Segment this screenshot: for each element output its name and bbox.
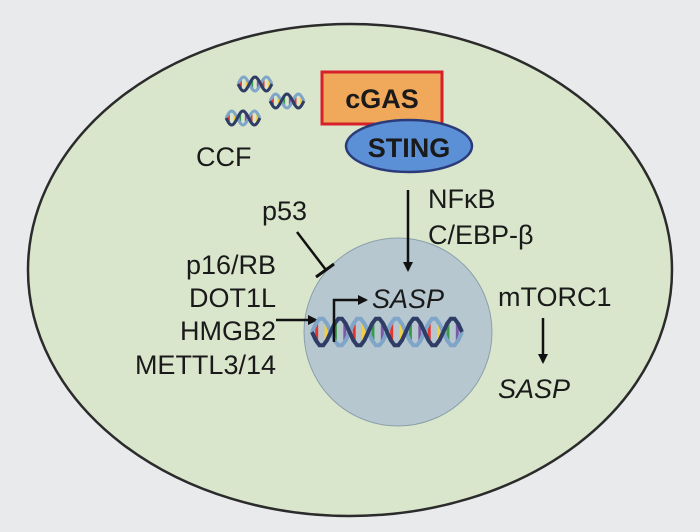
mettl-label: METTL3/14	[135, 350, 276, 380]
cgas-box: cGAS	[320, 70, 444, 126]
cebp-label: C/EBP-β	[428, 220, 534, 250]
p53-label: p53	[262, 196, 307, 226]
p16rb-label: p16/RB	[186, 250, 276, 280]
sasp-cytoplasm-label: SASP	[498, 374, 570, 404]
dot1l-label: DOT1L	[189, 283, 276, 313]
sting-label: STING	[368, 133, 451, 163]
cgas-label: cGAS	[345, 84, 419, 114]
sasp-nucleus-label: SASP	[372, 284, 444, 314]
dna-fragment-icon	[224, 109, 262, 127]
ccf-label: CCF	[196, 142, 252, 172]
hmgb2-label: HMGB2	[180, 316, 276, 346]
mtorc1-label: mTORC1	[498, 282, 612, 312]
nucleus	[303, 237, 493, 427]
p53-inhibition-line	[296, 231, 335, 279]
transcription-arrow	[332, 295, 368, 342]
sting-ellipse: STING	[344, 118, 474, 174]
dna-helix-icon	[310, 316, 464, 348]
dna-fragment-icon	[268, 92, 306, 110]
dna-fragment-icon	[236, 75, 274, 93]
nfkb-label: NFκB	[428, 184, 496, 214]
ccf-dna-fragments	[224, 75, 306, 127]
